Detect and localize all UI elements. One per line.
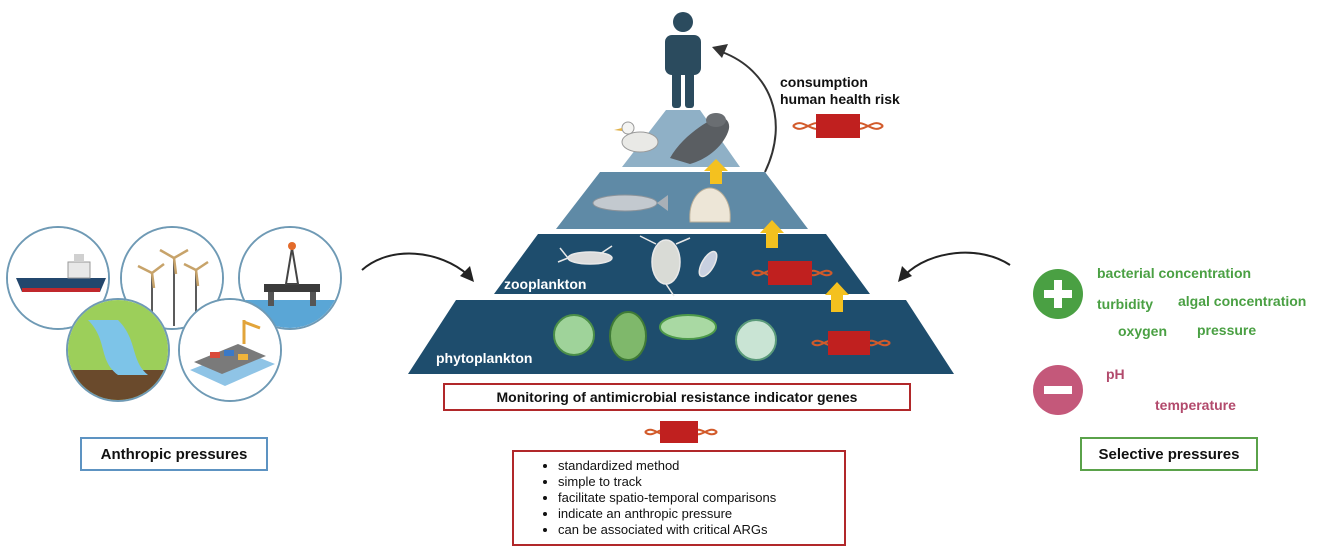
positive-factor: pressure xyxy=(1197,322,1257,338)
positive-factor: bacterial concentration xyxy=(1097,265,1252,281)
monitoring-benefits-box: standardized method simple to track faci… xyxy=(512,450,846,546)
seabird-icon xyxy=(614,121,659,153)
selective-pressures-title: Selective pressures xyxy=(1080,437,1258,471)
benefit-item: can be associated with critical ARGs xyxy=(558,522,844,538)
positive-factor: algal concentration xyxy=(1178,293,1307,309)
human-icon xyxy=(665,12,701,108)
resistance-gene-icon xyxy=(644,421,718,443)
anthropic-pressures-title: Anthropic pressures xyxy=(80,437,268,471)
phytoplankton-label: phytoplankton xyxy=(436,350,533,366)
health-risk-label: human health risk xyxy=(780,91,900,107)
port-icon xyxy=(180,300,280,400)
pyramid-tier-fish xyxy=(556,172,808,229)
resistance-gene-icon xyxy=(751,261,833,285)
monitoring-title: Monitoring of antimicrobial resistance i… xyxy=(443,383,911,411)
resistance-gene-icon xyxy=(792,114,884,138)
minus-icon xyxy=(1033,365,1083,415)
plus-icon xyxy=(1033,269,1083,319)
consumption-arrow xyxy=(721,51,777,173)
phytoplankton-icons xyxy=(553,311,777,361)
river-icon xyxy=(68,300,168,400)
negative-factor: temperature xyxy=(1155,397,1236,413)
monitoring-benefits-list: standardized method simple to track faci… xyxy=(514,458,844,538)
seal-icon xyxy=(670,113,730,164)
zooplankton-icons xyxy=(557,235,718,297)
river-circle xyxy=(66,298,170,402)
resistance-gene-icon xyxy=(811,331,891,355)
consumption-note: consumption human health risk xyxy=(780,74,900,108)
anthropic-arrow xyxy=(361,252,469,276)
positive-factor: oxygen xyxy=(1118,323,1168,339)
benefit-item: facilitate spatio-temporal comparisons xyxy=(558,490,844,506)
zooplankton-label: zooplankton xyxy=(504,276,587,292)
positive-factor: turbidity xyxy=(1097,296,1153,312)
trophic-arrow xyxy=(704,159,849,312)
benefit-item: simple to track xyxy=(558,474,844,490)
port-circle xyxy=(178,298,282,402)
selective-arrow xyxy=(904,251,1011,276)
fish-icon xyxy=(592,194,668,212)
negative-factor: pH xyxy=(1106,366,1125,382)
benefit-item: standardized method xyxy=(558,458,844,474)
benefit-item: indicate an anthropic pressure xyxy=(558,506,844,522)
shell-icon xyxy=(689,187,731,223)
oil-rig-circle xyxy=(238,226,342,330)
consumption-label: consumption xyxy=(780,74,868,90)
